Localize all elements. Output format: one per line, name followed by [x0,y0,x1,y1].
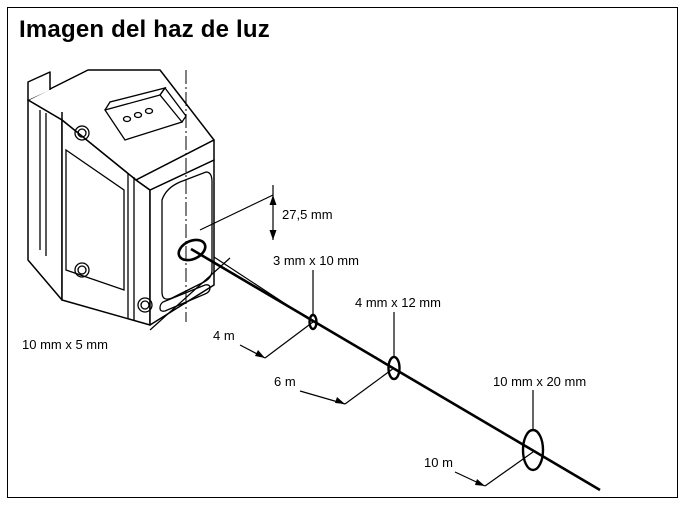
housing-details [39,70,213,322]
spot-4m-label: 3 mm x 10 mm [273,253,359,268]
height-label: 27,5 mm [282,207,333,222]
spot-origin-label: 10 mm x 5 mm [22,337,108,352]
distance-10m-label: 10 m [424,455,453,470]
height-dimension [199,185,277,240]
distance-dimensions [213,256,534,487]
distance-6m-label: 6 m [274,374,296,389]
spot-6m-label: 4 mm x 12 mm [355,295,441,310]
spot-10m-label: 10 mm x 20 mm [493,374,586,389]
distance-4m-label: 4 m [213,328,235,343]
spot-leaders [149,257,534,430]
light-beam [177,238,601,492]
diagram-title: Imagen del haz de luz [19,16,270,43]
